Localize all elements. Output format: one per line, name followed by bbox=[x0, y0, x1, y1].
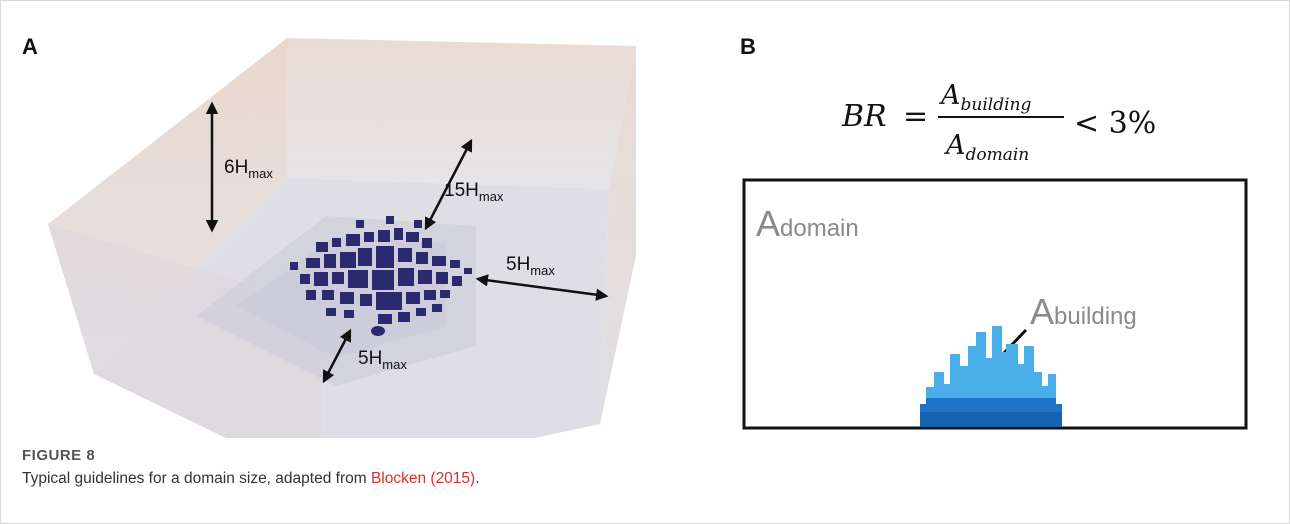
label-height: 6Hmax bbox=[224, 157, 273, 181]
dimension-arrows bbox=[205, 101, 609, 384]
arrow-front bbox=[322, 328, 352, 384]
figure-caption: FIGURE 8 Typical guidelines for a domain… bbox=[22, 447, 1262, 488]
arrow-back bbox=[424, 138, 473, 231]
city-buildings bbox=[290, 216, 472, 336]
equation-denominator: Adomain bbox=[943, 130, 1029, 165]
figure-graphic: 6Hmax 15Hmax 5Hmax 5Hmax BR = Abuilding … bbox=[22, 34, 1248, 484]
label-side: 5Hmax bbox=[506, 254, 555, 278]
arrow-side bbox=[475, 274, 609, 301]
figure: 6Hmax 15Hmax 5Hmax 5Hmax BR = Abuilding … bbox=[6, 6, 1284, 484]
panel-a-letter: A bbox=[22, 34, 38, 59]
domain-right-wall bbox=[600, 46, 636, 424]
domain-rectangle bbox=[742, 178, 1248, 430]
label-back: 15Hmax bbox=[444, 180, 504, 204]
equation-numerator: Abuilding bbox=[938, 80, 1031, 115]
domain-back-wall bbox=[287, 38, 636, 189]
label-domain-area: Adomain bbox=[756, 203, 859, 244]
caption-label: FIGURE 8 bbox=[22, 447, 96, 464]
equation-equals: = bbox=[903, 99, 928, 134]
caption-text-before: Typical guidelines for a domain size, ad… bbox=[22, 470, 371, 487]
label-building-area: Abuilding bbox=[1030, 291, 1137, 332]
panel-b: BR = Abuilding Adomain < 3% Adomain Abui… bbox=[742, 80, 1248, 430]
panel-a: 6Hmax 15Hmax 5Hmax 5Hmax bbox=[48, 38, 636, 484]
equation-rhs: < 3% bbox=[1074, 106, 1156, 141]
label-front: 5Hmax bbox=[358, 348, 407, 372]
equation-lhs: BR bbox=[841, 99, 887, 134]
citation-link[interactable]: Blocken (2015) bbox=[370, 470, 476, 487]
building-silhouette bbox=[920, 326, 1062, 427]
blockage-ratio-equation: BR = Abuilding Adomain < 3% bbox=[841, 80, 1156, 165]
caption-text-after: . bbox=[475, 470, 480, 487]
caption-text: Typical guidelines for a domain size, ad… bbox=[22, 470, 1262, 488]
panel-b-letter: B bbox=[740, 34, 756, 59]
